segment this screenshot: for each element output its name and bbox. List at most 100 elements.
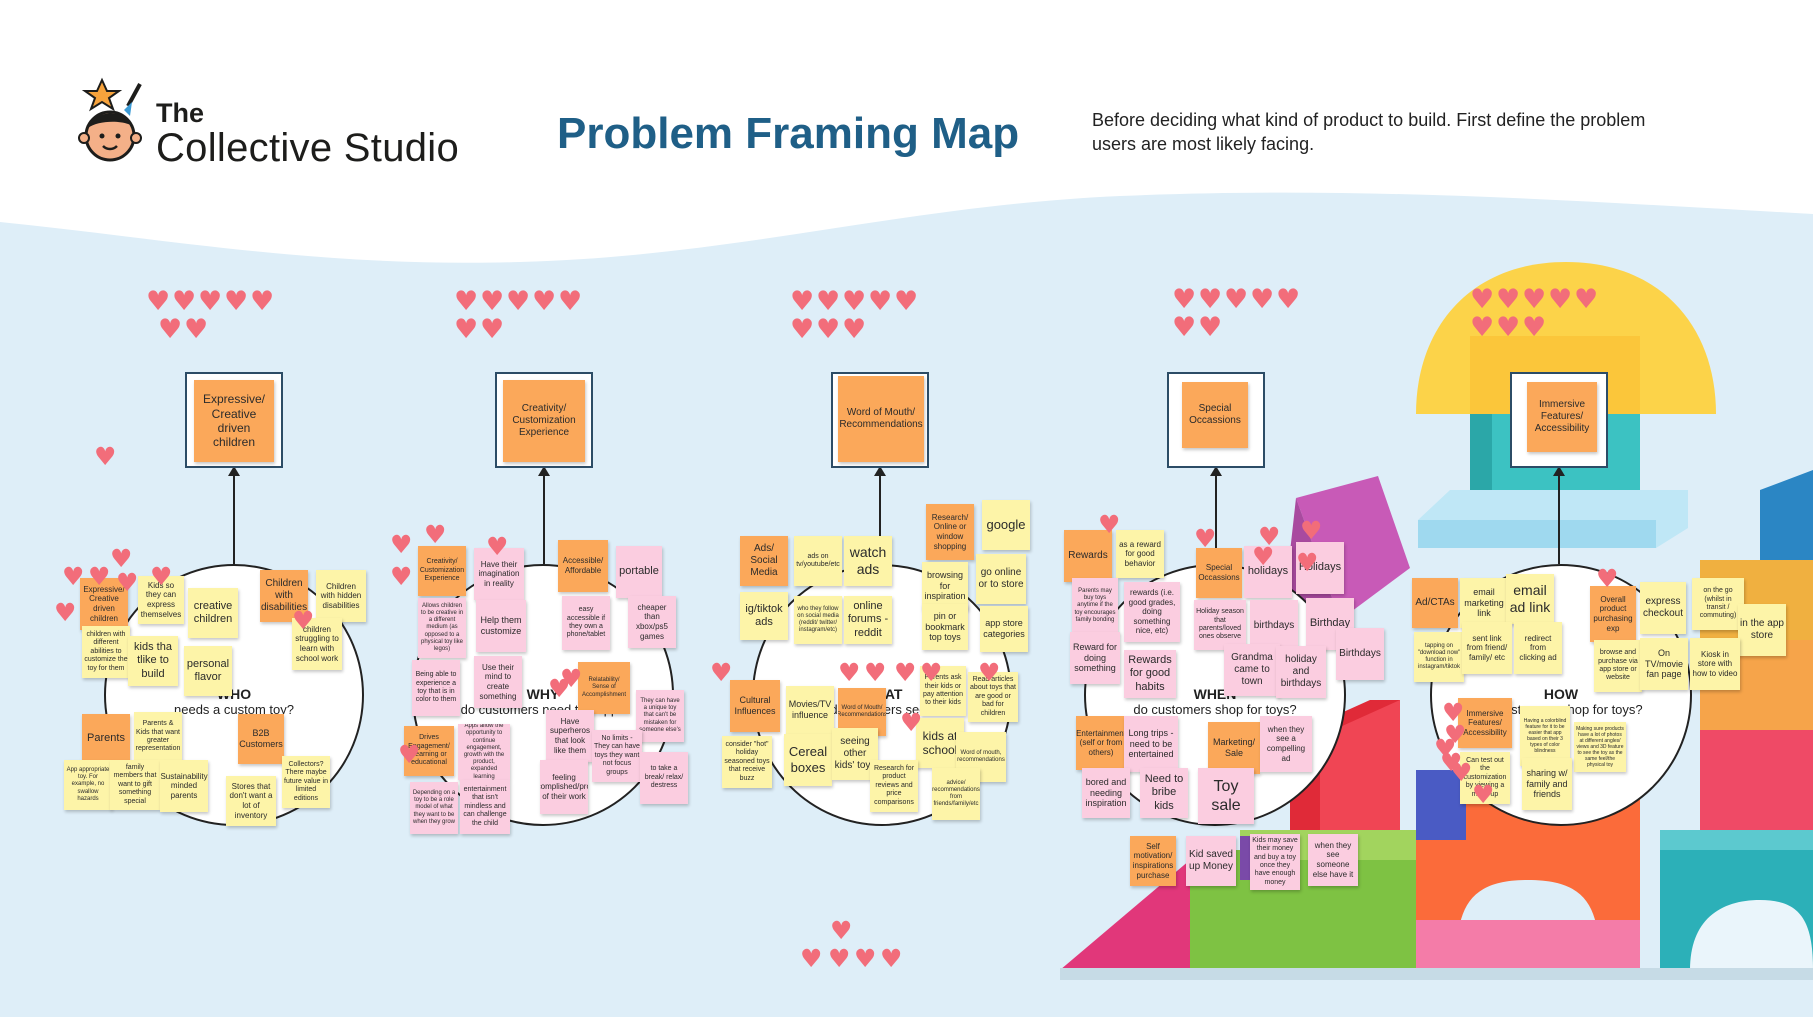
- how-sticky-note[interactable]: sharing w/ family and friends: [1522, 758, 1572, 810]
- why-sticky-note[interactable]: easy accessible if they own a phone/tabl…: [562, 596, 610, 650]
- why-sticky-note[interactable]: Have superheros that look like them: [546, 710, 594, 762]
- when-sticky-note[interactable]: holidays: [1244, 546, 1292, 598]
- why-sticky-note[interactable]: Drives Engagement/ Learning or education…: [404, 726, 454, 776]
- how-sticky-note[interactable]: tapping on "download now" function in in…: [1414, 632, 1464, 682]
- how-sticky-note[interactable]: on the go (whilst in transit / commuting…: [1692, 578, 1744, 630]
- what-sticky-note[interactable]: advice/ recommendations from friends/fam…: [932, 768, 980, 820]
- what-sticky-note[interactable]: app store categories: [980, 606, 1028, 652]
- what-sticky-note[interactable]: who they follow on social media (reddit/…: [794, 596, 842, 644]
- what-sticky-note[interactable]: Cultural Influences: [730, 680, 780, 732]
- why-sticky-note[interactable]: portable: [616, 546, 662, 598]
- when-sticky-note[interactable]: Marketing/ Sale: [1208, 722, 1260, 774]
- how-sticky-note[interactable]: in the app store: [1738, 604, 1786, 656]
- who-sticky-note[interactable]: Expressive/ Creative driven children: [80, 578, 128, 630]
- who-sticky-note[interactable]: family members that want to gift somethi…: [110, 760, 160, 810]
- who-sticky-note[interactable]: App appropriate toy. For example, no swa…: [64, 760, 112, 810]
- top-note-when[interactable]: Special Occassions: [1182, 382, 1248, 448]
- why-sticky-note[interactable]: Help them customize: [476, 600, 526, 652]
- when-sticky-note[interactable]: Need to bribe kids: [1140, 768, 1188, 818]
- who-sticky-note[interactable]: Sustainability minded parents: [160, 760, 208, 812]
- why-sticky-note[interactable]: Use their mind to create something: [474, 656, 522, 708]
- who-sticky-note[interactable]: Children with disabilities: [260, 570, 308, 622]
- top-note-who[interactable]: Expressive/ Creative driven children: [194, 380, 274, 462]
- how-sticky-note[interactable]: sent link from friend/ family/ etc: [1462, 622, 1512, 674]
- what-sticky-note[interactable]: go online or to store: [976, 554, 1026, 604]
- what-sticky-note[interactable]: online forums - reddit: [844, 596, 892, 644]
- who-sticky-note[interactable]: creative children: [188, 588, 238, 638]
- how-sticky-note[interactable]: express checkout: [1640, 582, 1686, 634]
- who-sticky-note[interactable]: Collectors? There maybe future value in …: [282, 756, 330, 808]
- how-sticky-note[interactable]: Making sure products have a lot of photo…: [1574, 722, 1626, 772]
- when-sticky-note[interactable]: Self motivation/ inspirations purchase: [1130, 836, 1176, 886]
- why-sticky-note[interactable]: No limits - They can have toys they want…: [592, 730, 642, 782]
- why-sticky-note[interactable]: feeling accomplished/proud of their work: [540, 760, 588, 814]
- when-sticky-note[interactable]: Reward for doing something: [1070, 632, 1120, 684]
- who-sticky-note[interactable]: personal flavor: [184, 646, 232, 696]
- when-sticky-note[interactable]: Kids may save their money and buy a toy …: [1250, 834, 1300, 890]
- when-sticky-note[interactable]: Holidays: [1296, 542, 1344, 594]
- what-sticky-note[interactable]: watch ads: [844, 536, 892, 586]
- who-sticky-note[interactable]: Children with hidden disabilities: [316, 570, 366, 622]
- how-sticky-note[interactable]: email marketing link: [1460, 578, 1508, 628]
- what-sticky-note[interactable]: google: [982, 500, 1030, 550]
- how-sticky-note[interactable]: Ad/CTAs: [1412, 578, 1458, 628]
- when-sticky-note[interactable]: Grandma came to town: [1224, 644, 1280, 696]
- when-sticky-note[interactable]: bored and needing inspiration: [1082, 768, 1130, 818]
- who-sticky-note[interactable]: Stores that don't want a lot of inventor…: [226, 776, 276, 826]
- when-sticky-note[interactable]: Parents may buy toys anytime if the toy …: [1072, 578, 1118, 634]
- when-sticky-note[interactable]: Kid saved up Money: [1186, 836, 1236, 886]
- how-sticky-note[interactable]: browse and purchase via app store or web…: [1594, 640, 1642, 692]
- how-sticky-note[interactable]: On TV/movie fan page: [1640, 638, 1688, 690]
- when-sticky-note[interactable]: Long trips - need to be entertained: [1124, 716, 1178, 772]
- why-sticky-note[interactable]: Apps allow the opportunity to continue e…: [458, 724, 510, 780]
- why-sticky-note[interactable]: Depending on a toy to be a role model of…: [410, 782, 458, 834]
- why-sticky-note[interactable]: They can have a unique toy that can't be…: [636, 690, 684, 742]
- what-sticky-note[interactable]: ig/tiktok ads: [740, 592, 788, 640]
- how-sticky-note[interactable]: Can test out the customization by viewin…: [1460, 752, 1510, 804]
- top-note-what[interactable]: Word of Mouth/ Recommendations: [838, 376, 924, 462]
- what-sticky-note[interactable]: consider "hot" holiday seasoned toys tha…: [722, 736, 772, 788]
- when-sticky-note[interactable]: holiday and birthdays: [1276, 646, 1326, 698]
- why-sticky-note[interactable]: entertainment that isn't mindless and ca…: [460, 780, 510, 834]
- what-sticky-note[interactable]: Read articles about toys that are good o…: [968, 672, 1018, 722]
- when-sticky-note[interactable]: Holiday season that parents/loved ones o…: [1194, 600, 1246, 650]
- who-sticky-note[interactable]: B2B Customers: [238, 714, 284, 764]
- when-sticky-note[interactable]: when they see a compelling ad: [1260, 716, 1312, 772]
- what-sticky-note[interactable]: Research/ Online or window shopping: [926, 504, 974, 560]
- when-sticky-note[interactable]: Toy sale: [1198, 768, 1254, 824]
- what-sticky-note[interactable]: browsing for inspiration: [922, 562, 968, 610]
- when-sticky-note[interactable]: Rewards: [1064, 530, 1112, 582]
- top-note-how[interactable]: Immersive Features/ Accessibility: [1527, 382, 1597, 452]
- why-sticky-note[interactable]: Accessible/ Affordable: [558, 540, 608, 592]
- top-note-why[interactable]: Creativity/ Customization Experience: [503, 380, 585, 462]
- how-sticky-note[interactable]: email ad link: [1506, 574, 1554, 624]
- when-sticky-note[interactable]: when they see someone else have it: [1308, 834, 1358, 886]
- how-sticky-note[interactable]: Overall product purchasing exp: [1590, 586, 1636, 642]
- who-sticky-note[interactable]: children struggling to learn with school…: [292, 618, 342, 670]
- when-sticky-note[interactable]: as a reward for good behavior: [1116, 530, 1164, 578]
- when-sticky-note[interactable]: Birthdays: [1336, 628, 1384, 680]
- who-sticky-note[interactable]: Kids so they can express themselves: [138, 576, 184, 624]
- why-sticky-note[interactable]: Relatability/ Sense of Accomplishment: [578, 662, 630, 714]
- when-sticky-note[interactable]: Special Occassions: [1196, 548, 1242, 598]
- why-sticky-note[interactable]: to take a break/ relax/ destress: [640, 752, 688, 804]
- what-sticky-note[interactable]: Movies/TV influence: [786, 686, 834, 734]
- what-sticky-note[interactable]: Ads/ Social Media: [740, 536, 788, 586]
- what-sticky-note[interactable]: Parents ask their kids or pay attention …: [920, 666, 966, 716]
- when-sticky-note[interactable]: rewards (i.e. good grades, doing somethi…: [1124, 582, 1180, 642]
- what-sticky-note[interactable]: pin or bookmark top toys: [922, 604, 968, 650]
- how-sticky-note[interactable]: Kiosk in store with how to video: [1690, 638, 1740, 690]
- why-sticky-note[interactable]: Have their imagination in reality: [474, 548, 524, 600]
- why-sticky-note[interactable]: Allows children to be creative in a diff…: [418, 598, 466, 658]
- what-sticky-note[interactable]: ads on tv/youtube/etc: [794, 536, 842, 586]
- when-sticky-note[interactable]: Entertainment (self or from others): [1076, 716, 1126, 770]
- what-sticky-note[interactable]: Research for product reviews and price c…: [870, 760, 918, 812]
- when-sticky-note[interactable]: Rewards for good habits: [1124, 650, 1176, 698]
- why-sticky-note[interactable]: Being able to experience a toy that is i…: [412, 660, 460, 716]
- who-sticky-note[interactable]: Parents & Kids that want greater represe…: [134, 712, 182, 762]
- how-sticky-note[interactable]: redirect from clicking ad: [1514, 622, 1562, 674]
- how-sticky-note[interactable]: Immersive Features/ Accessibility: [1458, 698, 1512, 748]
- why-sticky-note[interactable]: Creativity/ Customization Experience: [418, 546, 466, 596]
- what-sticky-note[interactable]: Cereal boxes: [784, 734, 832, 786]
- how-sticky-note[interactable]: Having a colorblind feature for it to be…: [1520, 706, 1570, 766]
